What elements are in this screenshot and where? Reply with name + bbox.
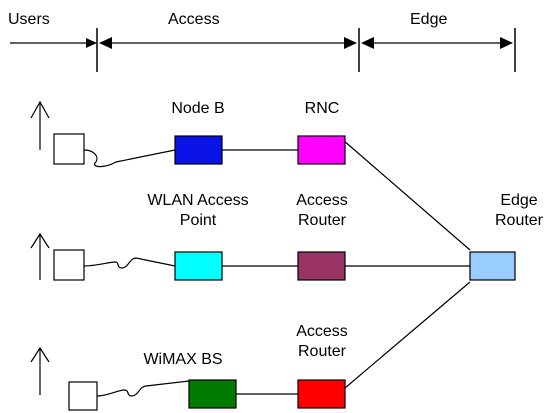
access-router-1-label: Access Router [296,192,348,229]
users-label: Users [8,11,50,28]
edge-label: Edge [410,11,448,28]
antenna-terminal-icon [30,346,98,411]
access-label: Access [168,11,220,28]
wlan-access-point-label: WLAN Access Point [147,192,249,229]
link-ar2-edge [344,281,471,389]
access-router-2-box [297,379,346,409]
antenna-terminal-icon [30,232,85,281]
access-span-arrow [99,37,357,49]
edge-span-arrow [361,37,513,49]
edge-router-label: Edge Router [494,192,544,229]
rnc-box [297,135,346,165]
wimax-bs-label: WiMAX BS [143,351,223,368]
edge-router-box [469,251,516,281]
node-b-label: Node B [171,100,225,117]
wireless-link-top [83,149,176,168]
rnc-label: RNC [304,100,340,117]
wimax-bs-box [188,379,237,409]
link-rnc-edge [342,139,471,251]
node-b-box [174,135,223,165]
wireless-link-middle [83,257,176,269]
wireless-link-bottom [96,380,190,397]
antenna-terminal-icon [30,100,85,165]
access-router-2-label: Access Router [296,323,348,360]
users-arrow [10,38,97,48]
wlan-access-point-box [174,251,223,281]
access-router-1-box [297,251,346,281]
